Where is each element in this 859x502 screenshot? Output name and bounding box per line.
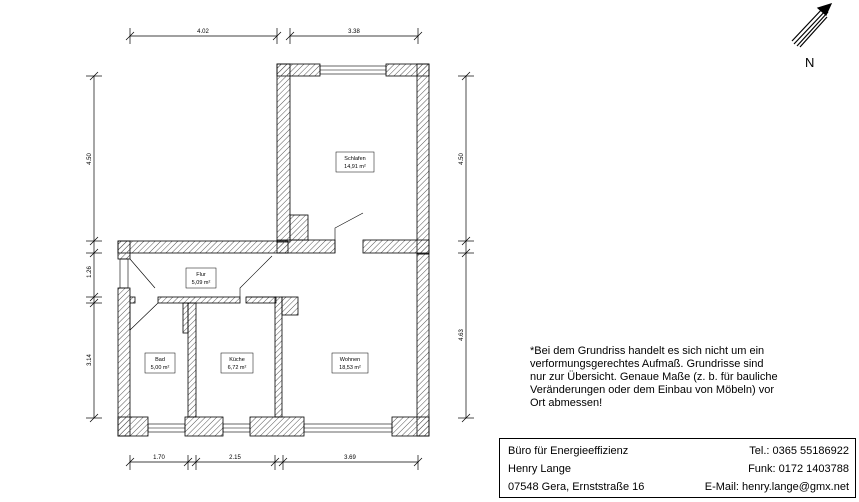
company-info-box: Büro für Energieeffizienz Tel.: 0365 551… bbox=[499, 438, 856, 498]
wall-flur-top bbox=[117, 240, 289, 254]
svg-text:18,53 m²: 18,53 m² bbox=[339, 365, 361, 371]
wall-bad-top-left bbox=[129, 296, 136, 304]
dim-right-2: 4.63 bbox=[459, 329, 465, 341]
company-person: Henry Lange bbox=[508, 462, 571, 475]
wall-schlafen-bottom-right bbox=[362, 239, 430, 254]
dim-left-1: 4.50 bbox=[87, 153, 93, 165]
note-line: Veränderungen oder dem Einbau von Möbeln… bbox=[530, 384, 774, 396]
wall-bad-kueche bbox=[187, 302, 197, 418]
wall-bottom-right bbox=[391, 416, 430, 437]
wall-left-lower bbox=[117, 287, 131, 437]
wall-bottom-mid bbox=[184, 416, 224, 437]
wall-wohnen-niche bbox=[281, 296, 299, 316]
dim-left-3: 3.14 bbox=[87, 354, 93, 366]
svg-text:Flur: Flur bbox=[196, 272, 206, 278]
note-line: Ort abmessen! bbox=[530, 397, 603, 409]
dim-right-1: 4.50 bbox=[459, 153, 465, 165]
wall-partition-bad-kueche-top bbox=[157, 296, 241, 304]
wall-schlafen-niche bbox=[289, 214, 309, 241]
svg-text:5,09 m²: 5,09 m² bbox=[192, 280, 211, 286]
north-arrow-icon bbox=[791, 3, 833, 48]
note-line: *Bei dem Grundriss handelt es sich nicht… bbox=[530, 345, 765, 357]
wall-left-upper bbox=[117, 240, 131, 260]
room-label-flur: Flur 5,09 m² bbox=[185, 267, 217, 289]
company-name: Büro für Energieeffizienz bbox=[508, 444, 629, 457]
wall-bottom-kueche bbox=[249, 416, 305, 437]
dim-bottom-3: 3.69 bbox=[344, 455, 356, 461]
north-label: N bbox=[805, 55, 815, 70]
svg-text:5,00 m²: 5,00 m² bbox=[151, 365, 170, 371]
wall-partition-kueche-top-right bbox=[245, 296, 277, 304]
room-label-wohnen: Wohnen 18,53 m² bbox=[331, 352, 369, 374]
wall-schlafen-left bbox=[276, 63, 291, 243]
dim-left-2: 1.26 bbox=[87, 266, 93, 278]
wall-bottom-bad bbox=[117, 416, 149, 437]
svg-text:Schlafen: Schlafen bbox=[344, 156, 365, 162]
wall-right-upper bbox=[416, 63, 430, 255]
windows bbox=[119, 65, 393, 433]
company-mobile: Funk: 0172 1403788 bbox=[748, 462, 849, 475]
walls bbox=[117, 63, 430, 437]
svg-text:6,72 m²: 6,72 m² bbox=[228, 365, 247, 371]
company-email[interactable]: E-Mail: henry.lange@gmx.net bbox=[704, 480, 849, 493]
dim-top-1: 4.02 bbox=[197, 29, 209, 35]
svg-text:Küche: Küche bbox=[229, 357, 245, 363]
wall-shaft bbox=[182, 302, 189, 334]
dimension-lines bbox=[86, 28, 474, 470]
wall-right-lower bbox=[416, 253, 430, 437]
svg-text:Bad: Bad bbox=[155, 357, 165, 363]
room-label-kueche: Küche 6,72 m² bbox=[220, 352, 254, 374]
disclaimer-note: *Bei dem Grundriss handelt es sich nicht… bbox=[530, 345, 820, 410]
dim-top-2: 3.38 bbox=[348, 29, 360, 35]
doors bbox=[129, 212, 364, 331]
svg-text:14,91 m²: 14,91 m² bbox=[344, 164, 366, 170]
note-line: verformungsgerechtes Aufmaß. Grundrisse … bbox=[530, 358, 764, 370]
svg-text:Wohnen: Wohnen bbox=[340, 357, 360, 363]
company-address: 07548 Gera, Ernststraße 16 bbox=[508, 480, 645, 493]
dim-bottom-2: 2.15 bbox=[229, 455, 241, 461]
room-label-schlafen: Schlafen 14,91 m² bbox=[335, 151, 375, 173]
wall-kueche-wohnen bbox=[274, 296, 283, 418]
room-label-bad: Bad 5,00 m² bbox=[144, 352, 176, 374]
company-phone: Tel.: 0365 55186922 bbox=[749, 444, 849, 457]
note-line: nur zur Übersicht. Genaue Maße (z. b. fü… bbox=[530, 371, 778, 383]
dim-bottom-1: 1.70 bbox=[153, 455, 165, 461]
